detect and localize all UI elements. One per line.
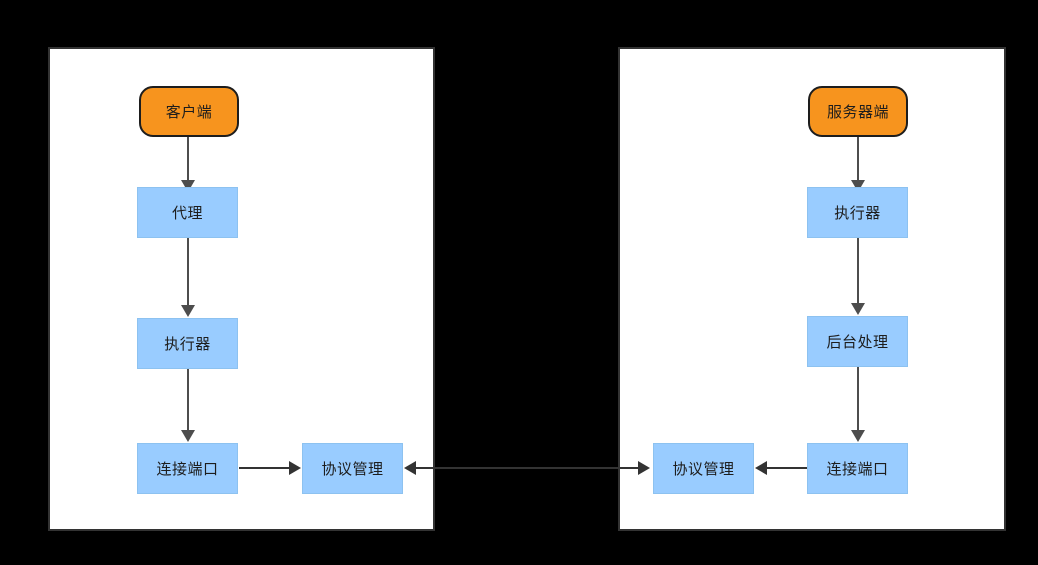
node-client-protocol[interactable]: 协议管理 — [302, 443, 403, 494]
node-label: 服务器端 — [826, 104, 889, 121]
edge-server-backend-to-port — [851, 367, 865, 442]
edge-client-proxy-to-executor — [181, 238, 195, 317]
edge-server-port-to-protocol — [755, 461, 807, 475]
node-label: 连接端口 — [156, 461, 219, 478]
node-client-port[interactable]: 连接端口 — [137, 443, 238, 494]
node-label: 协议管理 — [321, 461, 384, 478]
edge-server-executor-to-backend — [851, 238, 865, 315]
node-server-root[interactable]: 服务器端 — [808, 86, 908, 137]
edge-client-root-to-proxy — [181, 137, 195, 192]
node-label: 协议管理 — [672, 461, 735, 478]
node-label: 连接端口 — [826, 461, 889, 478]
node-label: 代理 — [171, 205, 203, 222]
node-server-port[interactable]: 连接端口 — [807, 443, 908, 494]
arrowhead-right-icon — [289, 461, 301, 475]
node-client-root[interactable]: 客户端 — [139, 86, 239, 137]
node-client-proxy[interactable]: 代理 — [137, 187, 238, 238]
edge-client-executor-to-port — [181, 369, 195, 442]
edge-server-root-to-executor — [851, 137, 865, 192]
arrowhead-down-icon — [181, 305, 195, 317]
arrowhead-left-icon — [404, 461, 416, 475]
arrowhead-down-icon — [181, 430, 195, 442]
arrowhead-down-icon — [851, 303, 865, 315]
arrowhead-right-icon — [638, 461, 650, 475]
node-server-backend[interactable]: 后台处理 — [807, 316, 908, 367]
node-server-executor[interactable]: 执行器 — [807, 187, 908, 238]
arrowhead-left-icon — [755, 461, 767, 475]
node-label: 后台处理 — [826, 334, 889, 351]
node-label: 执行器 — [834, 205, 881, 222]
node-server-protocol[interactable]: 协议管理 — [653, 443, 754, 494]
cross-link-client-server — [404, 461, 650, 475]
node-label: 执行器 — [164, 336, 211, 353]
node-label: 客户端 — [165, 104, 213, 121]
edge-client-port-to-protocol — [239, 461, 301, 475]
node-client-executor[interactable]: 执行器 — [137, 318, 238, 369]
arrowhead-down-icon — [851, 430, 865, 442]
